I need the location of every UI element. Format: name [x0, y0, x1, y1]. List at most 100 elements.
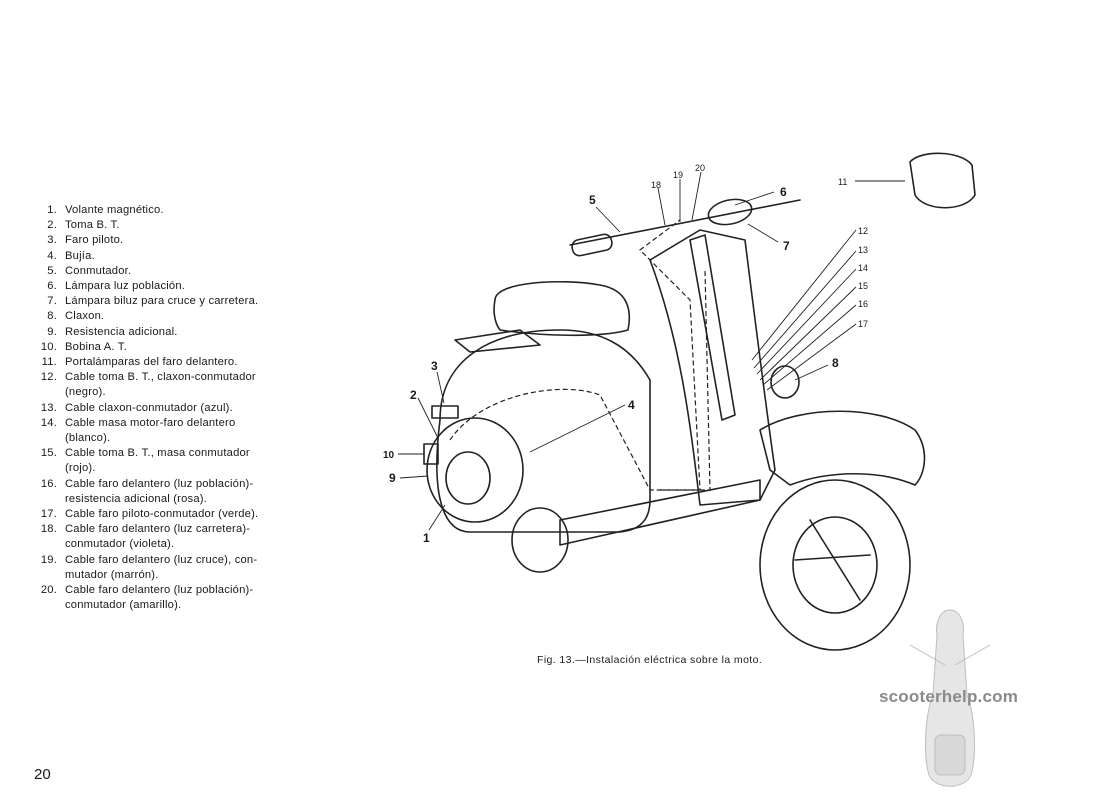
legend-number: 3.	[47, 234, 57, 247]
leader-2	[417, 397, 439, 439]
scooter-wiring-diagram-icon: 5 18 19 20 6 7 12 13 14 15 16 17 8 11 4 …	[360, 150, 1100, 651]
legend-line: Lámpara biluz para cruce y carretera.	[65, 295, 259, 308]
legend-line: Conmutador.	[65, 264, 132, 277]
legend-description: Lámpara luz población.	[65, 279, 312, 294]
leader-18	[657, 187, 666, 226]
legend-line: Cable faro piloto-conmutador (verde).	[65, 508, 259, 521]
legend-description: Cable toma B. T., claxon-conmutador (negr…	[65, 370, 312, 400]
legend-item: 2.Toma B. T.	[30, 218, 312, 233]
leader-5	[595, 206, 621, 233]
legend-item: 13. Cable claxon-conmutador (azul).	[30, 401, 312, 416]
leader-9	[399, 475, 429, 479]
legend-number: 11.	[41, 356, 57, 369]
parts-legend: 1. Volante magnético. 2.Toma B. T.3. Faro p…	[30, 203, 312, 613]
front-suspension	[794, 519, 871, 601]
leader-1	[428, 504, 446, 531]
legend-line: Cable claxon-conmutador (azul).	[65, 401, 233, 414]
legend-item: 18.Cable faro delantero (luz carretera)-…	[30, 522, 312, 552]
leader-6	[734, 191, 775, 206]
legend-line: (negro).	[65, 386, 106, 399]
callout-9: 9	[389, 471, 396, 485]
legend-item: 15. Cable toma B. T., masa conmutador (roj…	[30, 446, 312, 476]
legend-description: Bobina A. T.	[65, 340, 312, 355]
leader-4	[529, 404, 626, 453]
flywheel-magneto	[445, 451, 491, 505]
legend-number: 9.	[47, 325, 57, 338]
legend-line: Cable toma B. T., claxon-conmutador	[65, 371, 256, 384]
legend-line: Faro piloto.	[65, 234, 124, 247]
callout-16: 16	[858, 299, 868, 309]
legend-line: (rojo).	[65, 462, 96, 475]
legend-line: conmutador (violeta).	[65, 538, 175, 551]
legend-description: Cable masa motor-faro delantero(blanco).	[65, 416, 312, 446]
legend-description: Claxon.	[65, 309, 312, 324]
engine-housing	[426, 417, 524, 523]
legend-item: 20.Cable faro delantero (luz población)-…	[30, 583, 312, 613]
legend-line: Cable toma B. T., masa conmutador	[65, 447, 250, 460]
seat	[493, 280, 631, 337]
callout-18: 18	[651, 180, 661, 190]
headlight-housing	[707, 198, 753, 226]
legend-item: 11. Portalámparas del faro delantero.	[30, 355, 312, 370]
callout-10: 10	[383, 450, 395, 461]
callout-1: 1	[423, 531, 430, 545]
legend-number: 1.	[47, 204, 57, 216]
legend-line: Cable faro delantero (luz población)-	[65, 584, 254, 597]
wiring-harness-inner	[660, 269, 711, 491]
legend-number: 8.	[47, 310, 57, 323]
legend-description: Bujía.	[65, 249, 312, 264]
legend-number: 6.	[47, 280, 57, 293]
callout-13: 13	[858, 245, 868, 255]
watermark-text: scooterhelp.com	[879, 687, 1019, 706]
legend-line: mutador (marrón).	[65, 568, 159, 581]
legend-item: 7.Lámpara biluz para cruce y carretera.	[30, 294, 312, 309]
legend-description: Cable faro delantero (luz población)- con…	[65, 583, 312, 613]
handlebar	[569, 199, 801, 246]
callout-8: 8	[832, 356, 839, 370]
legend-number: 16.	[40, 477, 57, 490]
legend-item: 6. Lámpara luz población.	[30, 279, 312, 294]
legend-line: Cable faro delantero (luz cruce), con-	[65, 553, 258, 566]
legend-number: 15.	[40, 447, 57, 460]
callout-6: 6	[780, 185, 787, 199]
legend-number: 4.	[47, 249, 57, 262]
leader-12	[751, 229, 857, 361]
legend-description: Toma B. T.	[65, 218, 312, 233]
callout-4: 4	[628, 398, 635, 412]
legend-description: Conmutador.	[65, 264, 312, 279]
leader-17	[766, 323, 857, 391]
legend-item: 14.Cable masa motor-faro delantero(blanc…	[30, 416, 312, 446]
legend-description: Portalámparas del faro delantero.	[65, 355, 312, 370]
rear-wheel	[511, 507, 569, 573]
legend-line: Claxon.	[65, 310, 105, 323]
legend-item: 9.Resistencia adicional.	[30, 325, 312, 340]
left-grip	[571, 233, 613, 257]
leader-8	[794, 364, 829, 381]
legend-number: 17.	[40, 508, 57, 521]
legend-item: 3. Faro piloto.	[30, 233, 312, 248]
front-hub	[792, 516, 878, 614]
legend-item: 16.Cable faro delantero (luz población)-…	[30, 477, 312, 507]
legend-description: Cable faro delantero (luz carretera)-con…	[65, 522, 312, 552]
leader-7	[747, 223, 779, 243]
legend-line: Volante magnético.	[65, 204, 164, 216]
legend-number: 13.	[40, 401, 57, 414]
legend-description: Volante magnético.	[65, 203, 312, 218]
callout-15: 15	[858, 281, 868, 291]
legend-line: Bobina A. T.	[65, 340, 127, 353]
front-fender	[759, 410, 926, 486]
callout-17: 17	[858, 319, 868, 329]
legend-line: conmutador (amarillo).	[65, 599, 182, 612]
legend-line: Cable masa motor-faro delantero	[65, 416, 236, 429]
legend-description: Cable claxon-conmutador (azul).	[65, 401, 312, 416]
headlamp-holder	[909, 152, 976, 209]
legend-number: 10.	[40, 340, 57, 353]
legend-line: Portalámparas del faro delantero.	[65, 356, 238, 369]
legend-item: 12.Cable toma B. T., claxon-conmutador(n…	[30, 370, 312, 400]
leg-shield	[649, 229, 776, 506]
horn	[770, 365, 800, 399]
leader-20	[691, 171, 702, 221]
leader-14	[756, 268, 857, 375]
callout-12: 12	[858, 226, 868, 236]
scooter-illustration: 5 18 19 20 6 7 12 13 14 15 16 17 8 11 4 …	[383, 152, 976, 651]
